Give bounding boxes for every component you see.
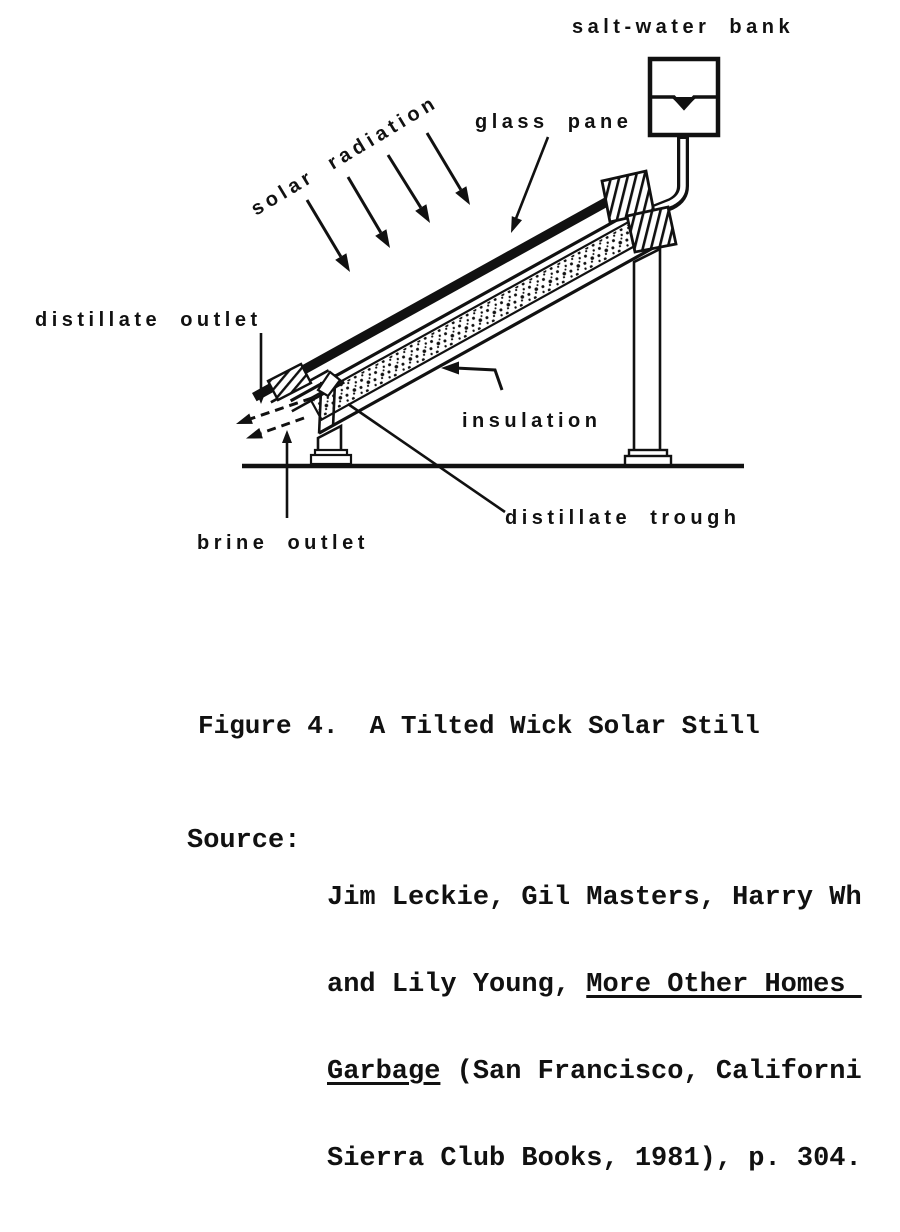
source-line-3: Garbage (San Francisco, Californi bbox=[327, 1057, 862, 1087]
insulation-leader-arrow bbox=[441, 361, 504, 391]
source-citation: Jim Leckie, Gil Masters, Harry Wh and Li… bbox=[327, 826, 862, 1232]
glass-pane-band bbox=[251, 181, 639, 402]
distillate-trough-leader bbox=[347, 402, 506, 514]
source-line-1: Jim Leckie, Gil Masters, Harry Wh bbox=[327, 883, 862, 913]
underlined-title-part-1: More Other Homes bbox=[586, 970, 862, 1000]
salt-water-tank bbox=[647, 56, 721, 138]
feed-pipe bbox=[638, 135, 689, 222]
label-salt-water-bank: salt-water bank bbox=[572, 16, 794, 38]
distillate-outlet-leader-arrow bbox=[256, 333, 266, 404]
scanned-page: salt-water bank glass pane solar radiati… bbox=[35, 16, 862, 1174]
rear-leg bbox=[623, 246, 673, 467]
label-distillate-trough: distillate trough bbox=[505, 507, 741, 529]
distillate-flow-arrow bbox=[236, 396, 313, 424]
source-label: Source: bbox=[187, 826, 301, 856]
label-insulation: insulation bbox=[462, 410, 601, 432]
solar-still-diagram: salt-water bank glass pane solar radiati… bbox=[35, 16, 794, 554]
source-line-4: Sierra Club Books, 1981), p. 304. bbox=[327, 1144, 862, 1174]
brine-outlet-leader bbox=[282, 430, 292, 518]
water-meniscus bbox=[671, 97, 697, 109]
brine-flow-arrow bbox=[246, 416, 305, 439]
wick-roll-lower-end bbox=[266, 362, 313, 402]
source-line-2: and Lily Young, More Other Homes bbox=[327, 970, 862, 1000]
wick-roll-top-lower bbox=[625, 205, 678, 254]
casing-bottom bbox=[318, 242, 662, 435]
solar-radiation-arrows bbox=[305, 132, 470, 272]
figure-caption: Figure 4. A Tilted Wick Solar Still bbox=[198, 711, 760, 741]
basin-flap bbox=[316, 370, 342, 398]
front-leg bbox=[309, 423, 353, 466]
wick-basin-plate bbox=[289, 207, 637, 403]
label-solar-radiation: solar radiation bbox=[247, 91, 442, 220]
label-glass-pane: glass pane bbox=[475, 111, 632, 133]
label-brine-outlet: brine outlet bbox=[197, 532, 369, 554]
insulation-layer bbox=[308, 210, 660, 422]
still-body bbox=[251, 181, 662, 435]
glass-pane-leader-arrow bbox=[511, 136, 550, 233]
underlined-title-part-2: Garbage bbox=[327, 1057, 441, 1087]
label-distillate-outlet: distillate outlet bbox=[35, 309, 262, 331]
